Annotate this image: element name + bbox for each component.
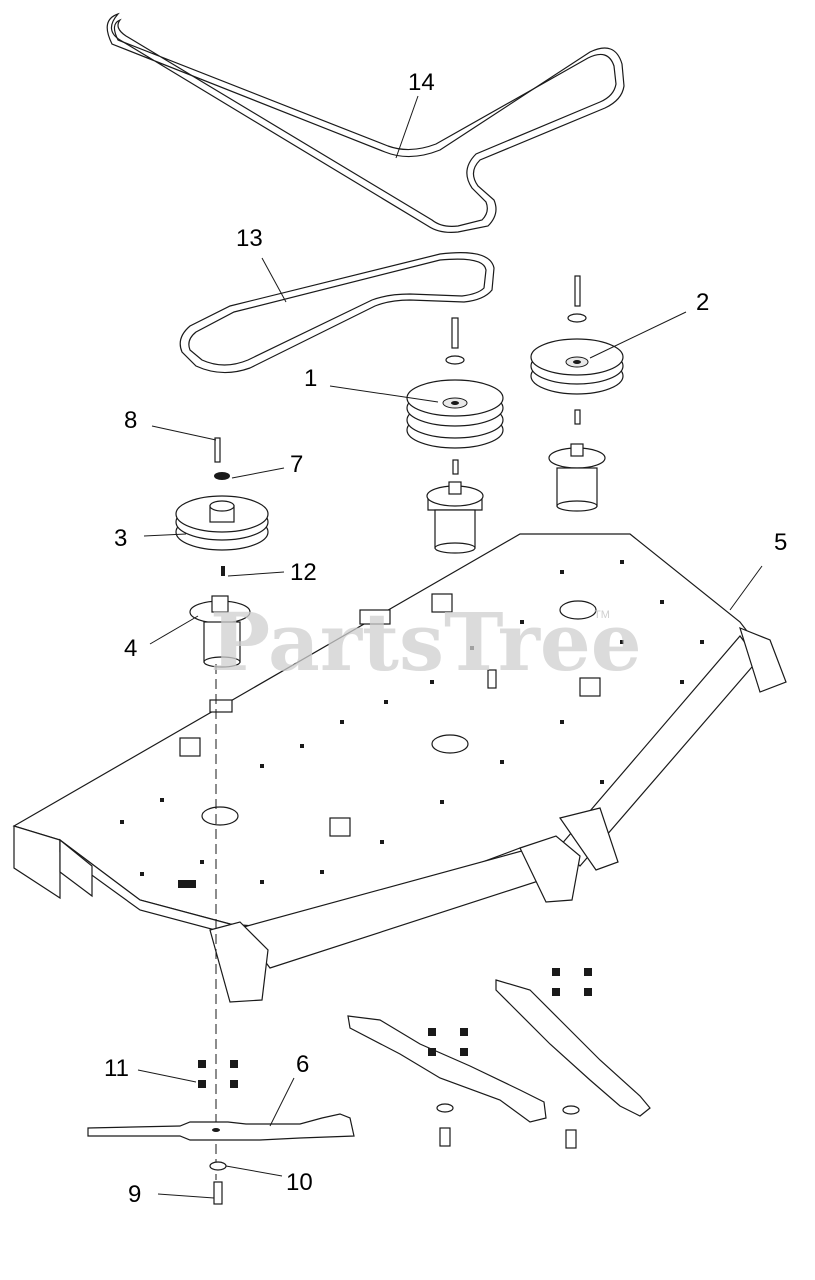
callout-2: 2: [696, 289, 709, 316]
washer-10: [209, 1161, 227, 1171]
callout-12: 12: [290, 559, 317, 586]
blade-extra-left: [347, 1015, 547, 1147]
callout-6: 6: [296, 1051, 309, 1078]
callout-3: 3: [114, 525, 127, 552]
callout-9: 9: [128, 1181, 141, 1208]
nuts-11: [198, 1060, 238, 1088]
callout-11: 11: [104, 1055, 129, 1082]
belt-14: [106, 12, 625, 233]
blade-extra-right: [495, 968, 651, 1149]
callout-14: 14: [408, 69, 435, 96]
mower-deck-5: [12, 533, 787, 1003]
blade-6: [87, 1113, 355, 1141]
pulley-3: [175, 437, 269, 551]
belt-13: [179, 252, 495, 374]
callout-8: 8: [124, 407, 137, 434]
spindle-4: [189, 566, 251, 668]
pulley-1: [406, 317, 504, 449]
callout-10: 10: [286, 1169, 313, 1196]
spindle-1: [426, 459, 484, 554]
callout-1: 1: [304, 365, 317, 392]
pulley-2: [530, 275, 624, 395]
callout-13: 13: [236, 225, 263, 252]
bolt-9: [213, 1181, 223, 1205]
leader-lines: [137, 95, 763, 1199]
callout-labels: 14 13 1 2 8 7 3 12 4 5 6 11 10 9: [104, 69, 787, 1208]
watermark-text: PartsTree: [210, 595, 642, 689]
callout-5: 5: [774, 529, 787, 556]
callout-4: 4: [124, 635, 137, 662]
callout-7: 7: [290, 451, 303, 478]
spindle-2: [548, 409, 606, 512]
watermark-trademark: TM: [594, 609, 610, 621]
